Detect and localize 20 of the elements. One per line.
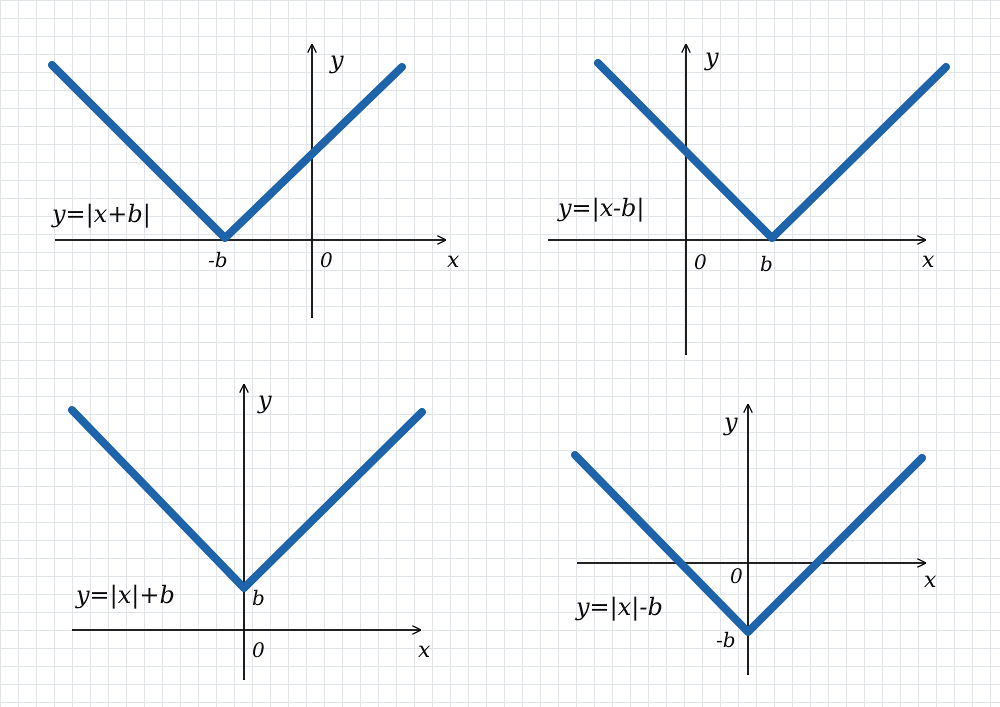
axis-label: x <box>922 250 934 272</box>
axis-label: x <box>447 250 460 272</box>
axis-label: y <box>330 48 344 72</box>
axis-label: x <box>924 570 936 592</box>
axis-label: x <box>418 640 430 662</box>
axis-label: y <box>724 410 738 434</box>
tick-label: 0 <box>320 250 333 270</box>
tick-label: 0 <box>694 252 707 272</box>
axis-label: y <box>705 45 719 69</box>
tick-label: b <box>252 588 265 608</box>
function-formula: y=|x|+b <box>76 583 175 607</box>
tick-label: -b <box>208 250 228 270</box>
tick-label: b <box>760 254 773 274</box>
function-formula: y=|x|-b <box>576 595 663 619</box>
tick-label: -b <box>716 630 736 650</box>
tick-label: 0 <box>730 566 743 586</box>
function-formula: y=|x+b| <box>52 202 151 226</box>
function-formula: y=|x-b| <box>558 196 644 220</box>
tick-label: 0 <box>252 640 265 660</box>
axis-label: y <box>258 388 272 412</box>
